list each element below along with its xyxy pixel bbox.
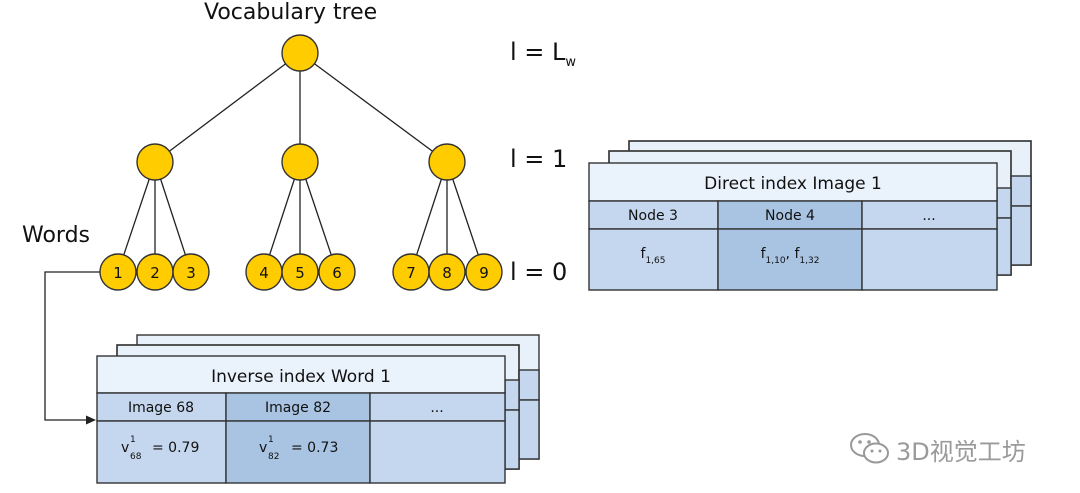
inverse-index-cell: v 1 82 = 0.73 [259,435,338,462]
svg-text:1: 1 [268,435,274,445]
watermark: 3D视觉工坊 [848,428,1058,468]
leaf-label: 6 [332,264,342,282]
words-label: Words [22,223,91,248]
inverse-index-header: Image 68 [128,400,194,416]
svg-text:v: v [121,440,129,456]
direct-index-header: ... [922,208,935,224]
leaf-label: 7 [406,264,416,282]
tree-title: Vocabulary tree [204,0,378,25]
direct-index-text: Direct index Image 1 Node 3 Node 4 ... f… [628,174,936,266]
inverse-index-stack [96,334,540,484]
tree-root-node [281,34,319,72]
leaf-label: 5 [295,264,305,282]
tree-leaf-node [428,253,466,291]
level-top-label: l = Lw [510,38,577,70]
inverse-index-cell: v 1 68 = 0.79 [121,435,199,462]
inverse-index-header: Image 82 [265,400,331,416]
tree-leaf-node [281,253,319,291]
direct-index-title: Direct index Image 1 [704,174,882,194]
watermark-text: 3D视觉工坊 [896,438,1026,466]
svg-text:82: 82 [268,452,279,462]
leaf-label: 4 [259,264,269,282]
direct-index-cell: f1,10, f1,32 [761,246,820,266]
svg-text:68: 68 [130,452,142,462]
tree-inner-node [428,143,466,181]
leaf-label: 9 [479,264,489,282]
leaf-labels: 1 2 3 4 5 6 7 8 9 [113,264,489,282]
tree-inner-node [136,143,174,181]
leaf-label: 1 [113,264,123,282]
direct-index-header: Node 3 [628,208,678,224]
leaf-label: 8 [442,264,452,282]
word-to-index-arrow [44,271,100,425]
level-bottom-label: l = 0 [510,258,568,286]
tree-nodes [99,34,503,291]
svg-text:= 0.73: = 0.73 [291,440,338,456]
tree-leaf-node [465,253,503,291]
inverse-index-title: Inverse index Word 1 [211,367,391,387]
tree-leaf-node [172,253,210,291]
direct-index-header: Node 4 [765,208,815,224]
tree-leaf-node [318,253,356,291]
inverse-index-header: ... [430,400,443,416]
svg-text:1: 1 [130,435,136,445]
direct-index-cell: f1,65 [641,246,666,266]
svg-text:v: v [259,440,267,456]
wechat-icon [850,433,889,464]
svg-text:= 0.79: = 0.79 [152,440,199,456]
leaf-label: 2 [150,264,160,282]
tree-inner-node [281,143,319,181]
level-mid-label: l = 1 [510,145,568,173]
direct-index-stack [588,140,1032,291]
leaf-label: 3 [186,264,196,282]
inverse-index-text: Inverse index Word 1 Image 68 Image 82 .… [121,367,444,462]
